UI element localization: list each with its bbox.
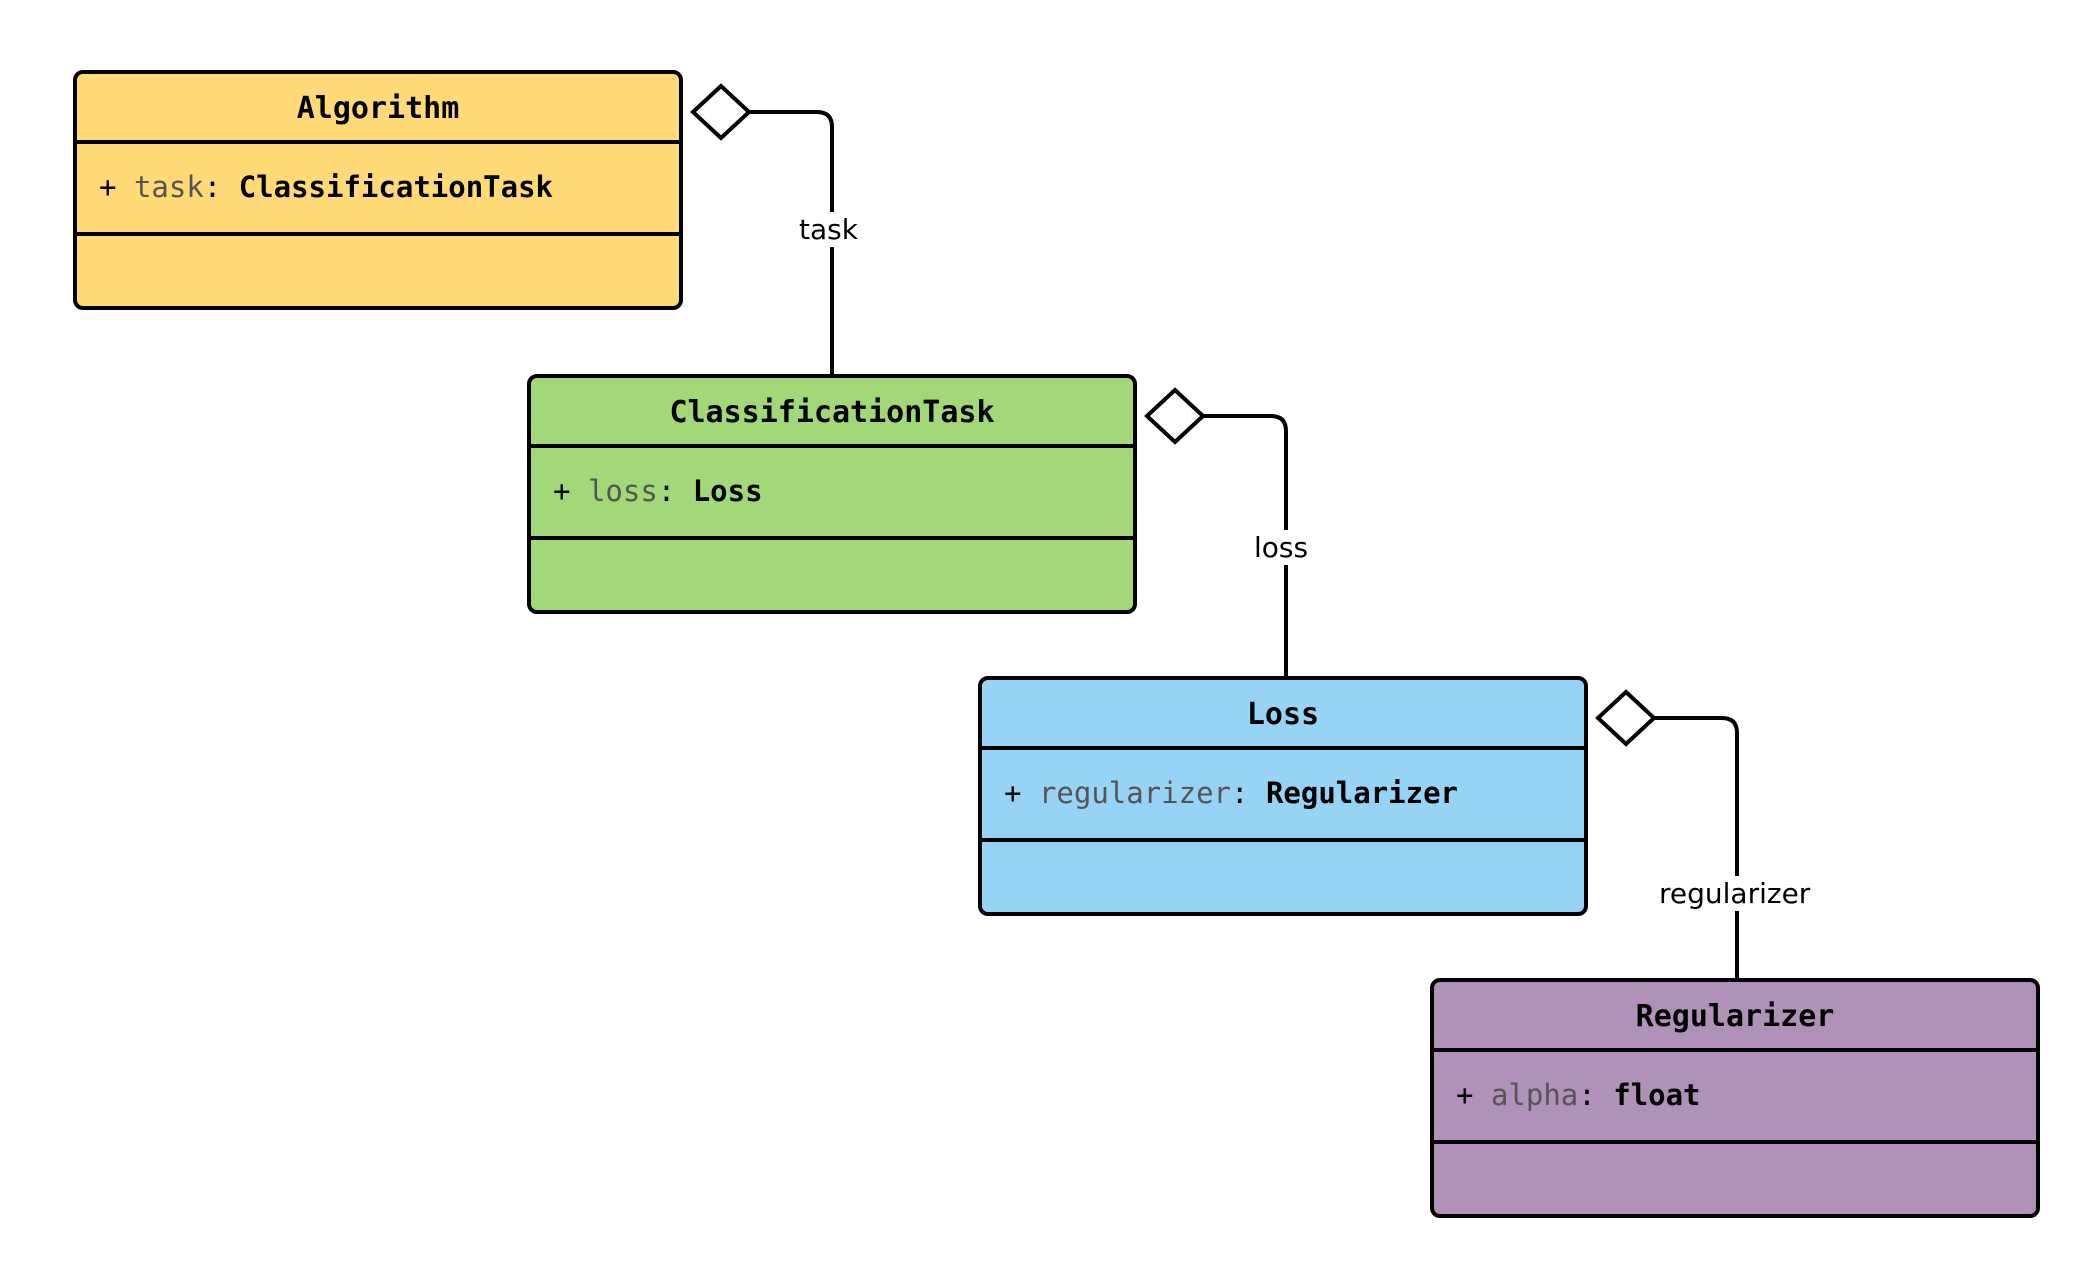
attribute-type: float xyxy=(1613,1078,1701,1113)
connector-label-loss: loss xyxy=(1250,530,1313,565)
attribute-visibility: + xyxy=(1456,1078,1474,1113)
attribute-type: Regularizer xyxy=(1265,776,1458,811)
attribute-visibility: + xyxy=(1004,776,1022,811)
attribute-row: + regularizer: Regularizer xyxy=(1004,777,1584,810)
attribute-name: task xyxy=(133,170,204,205)
aggregation-diamond-icon xyxy=(690,83,752,141)
attributes-compartment-algorithm: + task: ClassificationTask xyxy=(77,144,679,236)
attributes-compartment-regularizer: + alpha: float xyxy=(1434,1052,2036,1144)
class-name-regularizer: Regularizer xyxy=(1434,982,2036,1052)
aggregation-diamond-icon xyxy=(1595,689,1657,747)
uml-class-classificationtask[interactable]: ClassificationTask + loss: Loss xyxy=(527,374,1137,614)
connector-loss-to-regularizer xyxy=(1588,676,1808,1006)
connector-line xyxy=(747,110,834,392)
connector-line xyxy=(1652,716,1739,996)
attribute-type: ClassificationTask xyxy=(238,170,553,205)
uml-class-loss[interactable]: Loss + regularizer: Regularizer xyxy=(978,676,1588,916)
attribute-visibility: + xyxy=(553,474,571,509)
attribute-colon: : xyxy=(657,474,676,509)
aggregation-diamond-icon xyxy=(1144,387,1206,445)
class-name-classificationtask: ClassificationTask xyxy=(531,378,1133,448)
attributes-compartment-classificationtask: + loss: Loss xyxy=(531,448,1133,540)
attribute-colon: : xyxy=(1231,776,1249,811)
connector-classificationtask-to-loss xyxy=(1137,374,1357,704)
methods-compartment-classificationtask xyxy=(531,540,1133,610)
attribute-name: alpha xyxy=(1490,1078,1579,1113)
connector-label-task: task xyxy=(795,212,862,247)
connector-label-regularizer: regularizer xyxy=(1655,876,1815,911)
attribute-visibility: + xyxy=(99,170,117,205)
attribute-colon: : xyxy=(1578,1078,1596,1113)
class-name-loss: Loss xyxy=(982,680,1584,750)
attribute-name: regularizer xyxy=(1038,776,1231,811)
methods-compartment-algorithm xyxy=(77,236,679,306)
attribute-colon: : xyxy=(203,170,222,205)
attribute-row: + alpha: float xyxy=(1456,1079,2036,1112)
attribute-name: loss xyxy=(587,474,658,509)
connector-algorithm-to-classificationtask xyxy=(683,70,903,400)
uml-class-regularizer[interactable]: Regularizer + alpha: float xyxy=(1430,978,2040,1218)
uml-class-algorithm[interactable]: Algorithm + task: ClassificationTask xyxy=(73,70,683,310)
attribute-type: Loss xyxy=(692,474,763,509)
methods-compartment-loss xyxy=(982,842,1584,912)
attribute-row: + loss: Loss xyxy=(553,475,1133,508)
methods-compartment-regularizer xyxy=(1434,1144,2036,1214)
attribute-row: + task: ClassificationTask xyxy=(99,171,679,204)
class-name-algorithm: Algorithm xyxy=(77,74,679,144)
attributes-compartment-loss: + regularizer: Regularizer xyxy=(982,750,1584,842)
